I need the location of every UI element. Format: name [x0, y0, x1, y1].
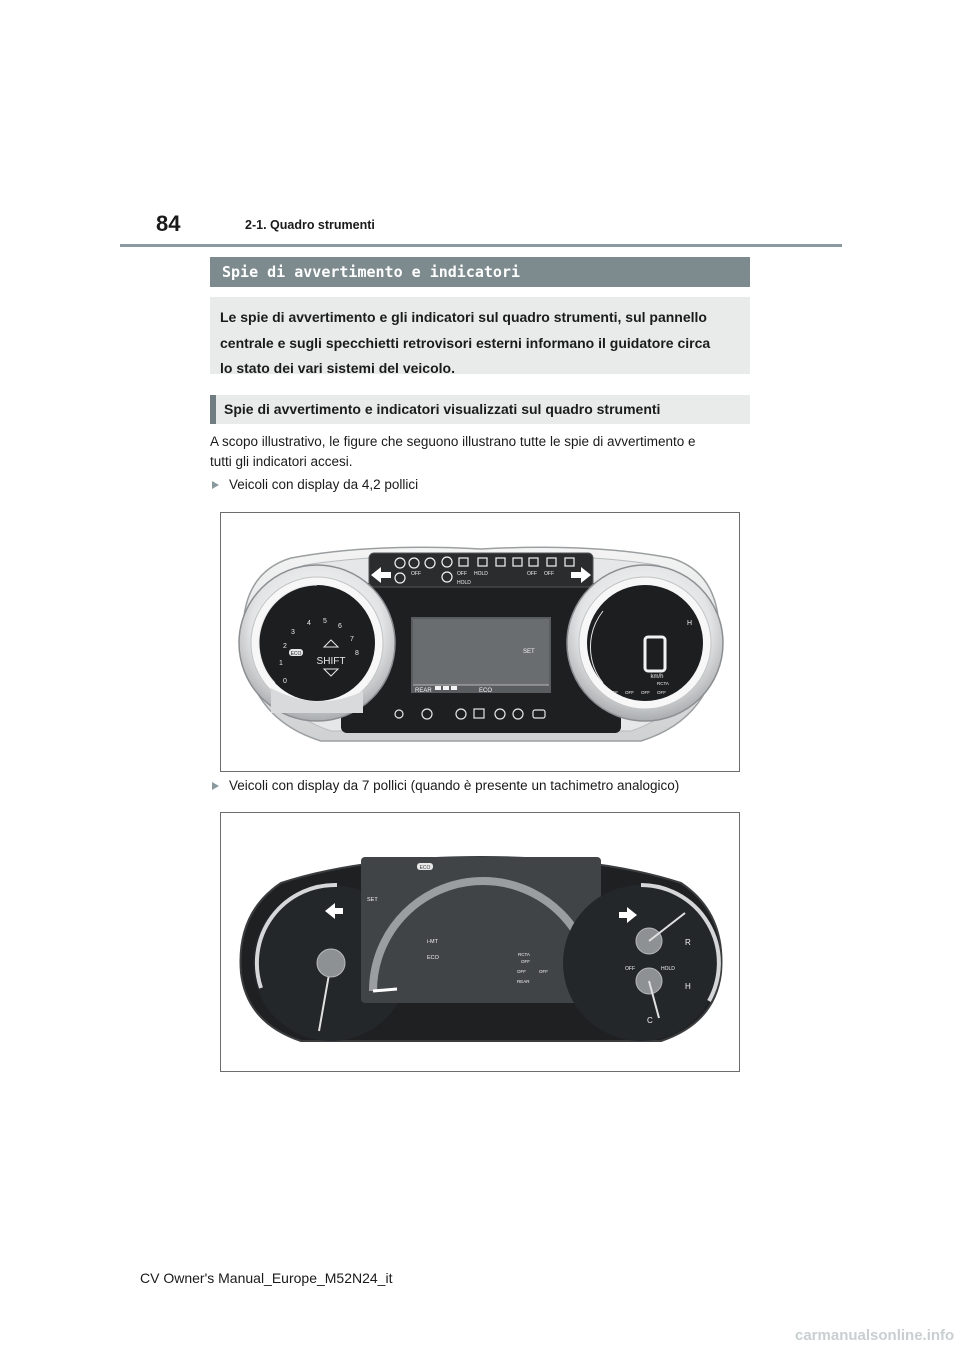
- right-turn-arrow-icon: [571, 567, 591, 583]
- eco-label: ECO: [427, 955, 440, 961]
- hold-label: HOLD: [457, 580, 471, 586]
- kmh-label: km/h: [650, 674, 663, 680]
- page-number: 84: [156, 211, 181, 236]
- off-label: OFF: [544, 571, 554, 577]
- hold-label: HOLD: [474, 571, 488, 577]
- tacho-tick-label: 0: [283, 678, 287, 685]
- intro-box: Le spie di avvertimento e gli indicatori…: [210, 297, 750, 376]
- eco-badge: ECO: [420, 865, 431, 871]
- reserve-label: R: [685, 938, 691, 947]
- shift-down-icon: [322, 668, 340, 677]
- subsection-banner: Spie di avvertimento e indicatori visual…: [210, 395, 750, 424]
- header-rule: [120, 244, 842, 247]
- intro-line: Le spie di avvertimento e gli indicatori…: [220, 309, 707, 325]
- temp-cold-label: C: [647, 1016, 653, 1025]
- shift-indicator: SHIFT: [317, 656, 346, 667]
- bullet-triangle-icon: [212, 782, 219, 790]
- off-label: OFF: [539, 969, 548, 974]
- right-gauge-dial: [563, 885, 719, 1041]
- intro-line: lo stato dei vari sistemi del veicolo.: [220, 360, 455, 376]
- off-label: OFF: [657, 690, 666, 695]
- body-line: A scopo illustrativo, le figure che segu…: [210, 434, 696, 449]
- body-paragraph: A scopo illustrativo, le figure che segu…: [210, 432, 750, 472]
- tacho-tick-label: 5: [323, 618, 327, 625]
- off-label: OFF: [517, 969, 526, 974]
- off-label: OFF: [625, 966, 635, 972]
- tacho-tick-label: 6: [338, 623, 342, 630]
- rear-label: REAR: [415, 688, 432, 694]
- off-label: OFF: [457, 571, 467, 577]
- left-turn-arrow-icon: [325, 903, 343, 919]
- off-label: OFF: [411, 571, 421, 577]
- watermark: carmanualsonline.info: [795, 1327, 955, 1344]
- figure-caption-1: Veicoli con display da 4,2 pollici: [212, 476, 418, 494]
- running-head: 2-1. Quadro strumenti: [245, 218, 375, 232]
- right-turn-arrow-icon: [619, 907, 637, 923]
- off-label: OFF: [625, 690, 634, 695]
- tacho-tick-label: 1: [279, 660, 283, 667]
- tacho-tick-label: 8: [355, 650, 359, 657]
- off-label: OFF: [641, 690, 650, 695]
- off-label: OFF: [609, 690, 618, 695]
- tacho-tick-label: 3: [291, 629, 295, 636]
- imt-label: i-MT: [427, 939, 439, 945]
- rcta-label: RCTA: [518, 952, 530, 957]
- temp-cold-label: C: [687, 684, 692, 691]
- tacho-tick-label: 2: [283, 643, 287, 650]
- section-banner: Spie di avvertimento e indicatori: [210, 257, 750, 287]
- set-label: SET: [367, 897, 378, 903]
- intro-line: centrale e sugli specchietti retrovisori…: [220, 334, 711, 351]
- fuel-needle: [648, 912, 686, 942]
- temp-needle: [648, 980, 660, 1019]
- figure-caption-text: Veicoli con display da 4,2 pollici: [229, 477, 419, 492]
- eco-label: ECO: [479, 688, 492, 694]
- rcta-label: RCTA: [657, 681, 669, 686]
- footer-manual-id: CV Owner's Manual_Europe_M52N24_it: [140, 1270, 393, 1286]
- figure-caption-2: Veicoli con display da 7 pollici (quando…: [212, 777, 679, 795]
- tachometer-dial: [259, 585, 375, 701]
- off-label: OFF: [521, 959, 530, 964]
- figure-cluster-4-2-inch: OFF OFF HOLD HOLD OFF OFF 0 1 2 3 4 5 6 …: [220, 512, 740, 772]
- left-turn-arrow-icon: [371, 567, 391, 583]
- digital-speed-readout: [643, 635, 667, 673]
- off-label: OFF: [527, 571, 537, 577]
- rear-label: REAR: [517, 979, 530, 984]
- hold-label: HOLD: [661, 966, 675, 972]
- subsection-title: Spie di avvertimento e indicatori visual…: [224, 401, 661, 417]
- tacho-tick-label: 7: [350, 636, 354, 643]
- temp-high-label: H: [685, 982, 691, 991]
- temp-high-label: H: [687, 620, 692, 627]
- tacho-tick-label: 4: [307, 620, 311, 627]
- bullet-triangle-icon: [212, 481, 219, 489]
- figure-caption-text: Veicoli con display da 7 pollici (quando…: [229, 778, 680, 793]
- shift-up-icon: [322, 639, 340, 648]
- set-label: SET: [523, 649, 535, 655]
- eco-badge: ECO: [291, 651, 302, 657]
- body-line: tutti gli indicatori accesi.: [210, 454, 353, 469]
- figure-cluster-7-inch: ECO SET i-MT ECO RCTA OFF OFF OFF REAR R…: [220, 812, 740, 1072]
